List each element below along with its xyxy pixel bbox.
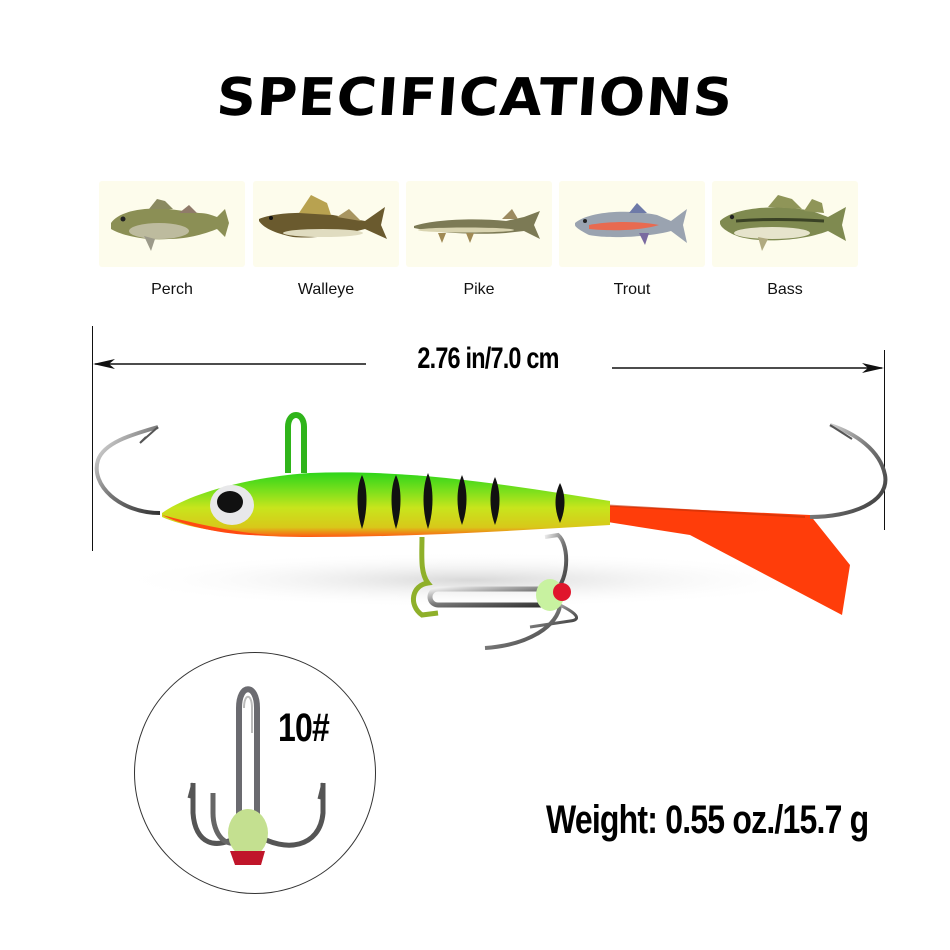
dimension-arrow-left-icon xyxy=(93,359,366,369)
species-tile-bass: Bass xyxy=(712,181,858,298)
species-label: Perch xyxy=(151,281,193,298)
trout-fish-image xyxy=(559,181,705,267)
dimension-arrow-right-icon xyxy=(612,363,884,373)
length-label: 2.76 in/7.0 cm xyxy=(417,342,559,375)
weight-label: Weight: 0.55 oz./15.7 g xyxy=(546,798,869,842)
species-tile-perch: Perch xyxy=(99,181,245,298)
dimension-left-boundary xyxy=(92,326,93,551)
species-label: Walleye xyxy=(297,281,355,298)
target-species-row: Perch Walleye Pike xyxy=(99,181,859,306)
species-label: Trout xyxy=(613,281,651,298)
treble-hook-icon xyxy=(187,686,326,865)
species-tile-trout: Trout xyxy=(559,181,705,298)
hook-detail-circle xyxy=(134,652,376,894)
ice-jig-lure-image xyxy=(94,412,888,650)
walleye-fish-image xyxy=(253,181,399,267)
bass-fish-image xyxy=(712,181,858,267)
species-tile-walleye: Walleye xyxy=(253,181,399,298)
dimension-right-boundary xyxy=(884,350,885,530)
pike-fish-image xyxy=(406,181,552,267)
species-label: Pike xyxy=(463,281,495,298)
species-label: Bass xyxy=(767,281,803,298)
hook-size-label: 10# xyxy=(278,706,330,750)
perch-fish-image xyxy=(99,181,245,267)
species-tile-pike: Pike xyxy=(406,181,552,298)
page-title: SPECIFICATIONS xyxy=(214,68,736,128)
